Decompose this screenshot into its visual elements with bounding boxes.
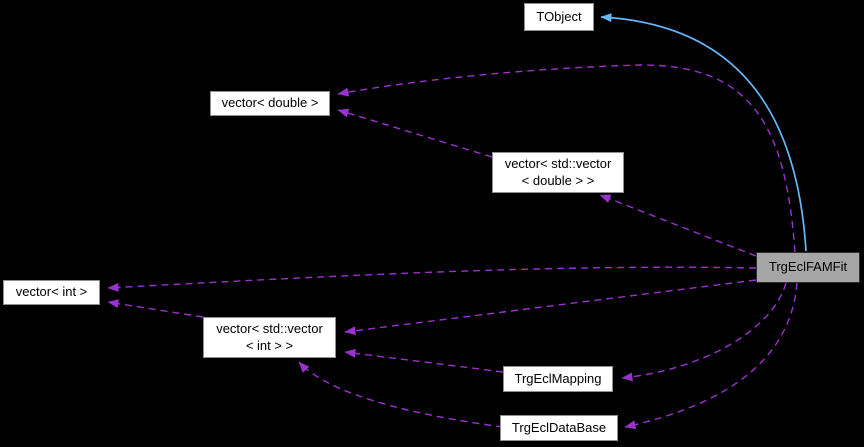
edge-vector-vector-int-to-vector-int <box>107 299 204 318</box>
edge-trgeclfamfit-to-tobject <box>600 13 807 252</box>
edge-trgeclfamfit-to-vector-vector-int <box>344 279 757 336</box>
edges-group <box>107 13 807 430</box>
node-tobject[interactable]: TObject <box>524 3 594 31</box>
node-trgeclfamfit[interactable]: TrgEclFAMFit <box>756 252 860 283</box>
node-vector-vector-int[interactable]: vector< std::vector < int > > <box>203 317 336 358</box>
node-vector-double[interactable]: vector< double > <box>210 91 330 116</box>
edge-trgeclfamfit-to-trgecldatabase <box>624 282 798 430</box>
node-vector-int[interactable]: vector< int > <box>3 280 100 305</box>
node-trgeclmapping[interactable]: TrgEclMapping <box>503 366 613 392</box>
edge-trgeclmapping-to-vector-vector-int <box>344 348 504 373</box>
edge-trgecldatabase-to-vector-vector-int <box>298 361 504 428</box>
edge-vector-vector-double-to-vector-double <box>337 108 493 158</box>
edge-trgeclfamfit-to-vector-double <box>337 64 796 253</box>
node-vector-vector-double[interactable]: vector< std::vector < double > > <box>492 152 624 193</box>
edge-trgeclfamfit-to-trgeclmapping <box>621 282 787 382</box>
edge-trgeclfamfit-to-vector-vector-double <box>599 194 757 257</box>
node-trgecldatabase[interactable]: TrgEclDataBase <box>500 415 618 441</box>
edge-trgeclfamfit-to-vector-int <box>107 266 757 292</box>
